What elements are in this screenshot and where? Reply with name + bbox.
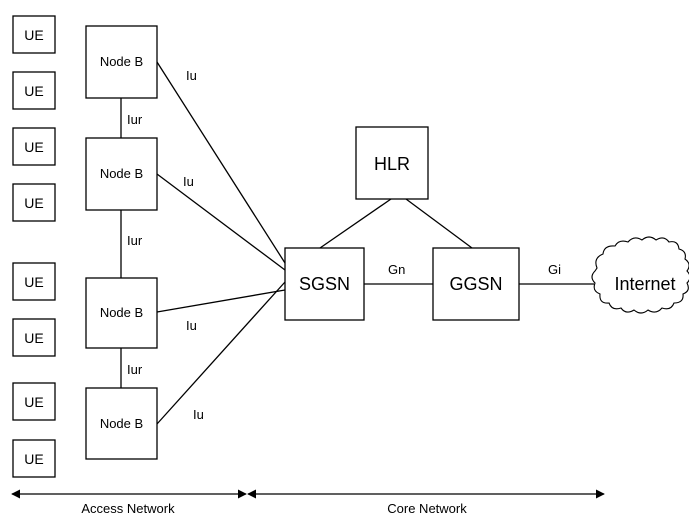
nodeb-label: Node B <box>100 166 143 181</box>
ue-box: UE <box>12 71 56 110</box>
iu-link-4 <box>156 281 286 425</box>
iu-link-3 <box>156 289 286 313</box>
iur-label: Iur <box>127 112 143 127</box>
sgsn-label: SGSN <box>299 274 350 294</box>
ggsn-label: GGSN <box>449 274 502 294</box>
iu-label: Iu <box>193 407 204 422</box>
ue-box: UE <box>12 262 56 301</box>
network-extent: Access Network Core Network <box>11 489 605 514</box>
ue-box: UE <box>12 127 56 166</box>
ue-label: UE <box>24 27 43 43</box>
ue-label: UE <box>24 83 43 99</box>
iu-label: Iu <box>186 68 197 83</box>
link-labels: Iur Iur Iur Iu Iu Iu Iu Gn Gi <box>127 68 561 422</box>
ue-box: UE <box>12 183 56 222</box>
hlr-node: HLR <box>355 126 429 200</box>
nodeb-box: Node B <box>85 277 158 349</box>
nodeb-box: Node B <box>85 137 158 211</box>
connections <box>120 61 594 425</box>
nodeb-box: Node B <box>85 387 158 460</box>
hlr-ggsn-link <box>405 198 473 249</box>
nodeb-box: Node B <box>85 25 158 99</box>
nodeb-label: Node B <box>100 416 143 431</box>
iu-link-1 <box>156 61 286 264</box>
iu-link-2 <box>156 173 286 271</box>
iur-label: Iur <box>127 233 143 248</box>
sgsn-node: SGSN <box>284 247 365 321</box>
nodeb-column: Node B Node B Node B Node B <box>85 25 158 460</box>
cloud-icon <box>591 236 689 314</box>
access-network-label: Access Network <box>81 501 175 514</box>
ue-box: UE <box>12 15 56 54</box>
hlr-label: HLR <box>374 154 410 174</box>
core-network-label: Core Network <box>387 501 467 514</box>
iu-label: Iu <box>186 318 197 333</box>
ggsn-node: GGSN <box>432 247 520 321</box>
internet-label: Internet <box>614 274 675 294</box>
ue-box: UE <box>12 318 56 357</box>
iu-label: Iu <box>183 174 194 189</box>
nodeb-label: Node B <box>100 305 143 320</box>
hlr-sgsn-link <box>319 198 392 249</box>
ue-label: UE <box>24 195 43 211</box>
ue-label: UE <box>24 451 43 467</box>
gi-label: Gi <box>548 262 561 277</box>
internet-cloud: Internet <box>591 236 689 314</box>
ue-label: UE <box>24 330 43 346</box>
ue-box: UE <box>12 382 56 421</box>
ue-column: UE UE UE UE UE UE UE UE <box>12 15 56 478</box>
nodeb-label: Node B <box>100 54 143 69</box>
ue-label: UE <box>24 274 43 290</box>
gn-label: Gn <box>388 262 405 277</box>
ue-label: UE <box>24 139 43 155</box>
ue-box: UE <box>12 439 56 478</box>
ue-label: UE <box>24 394 43 410</box>
iur-label: Iur <box>127 362 143 377</box>
